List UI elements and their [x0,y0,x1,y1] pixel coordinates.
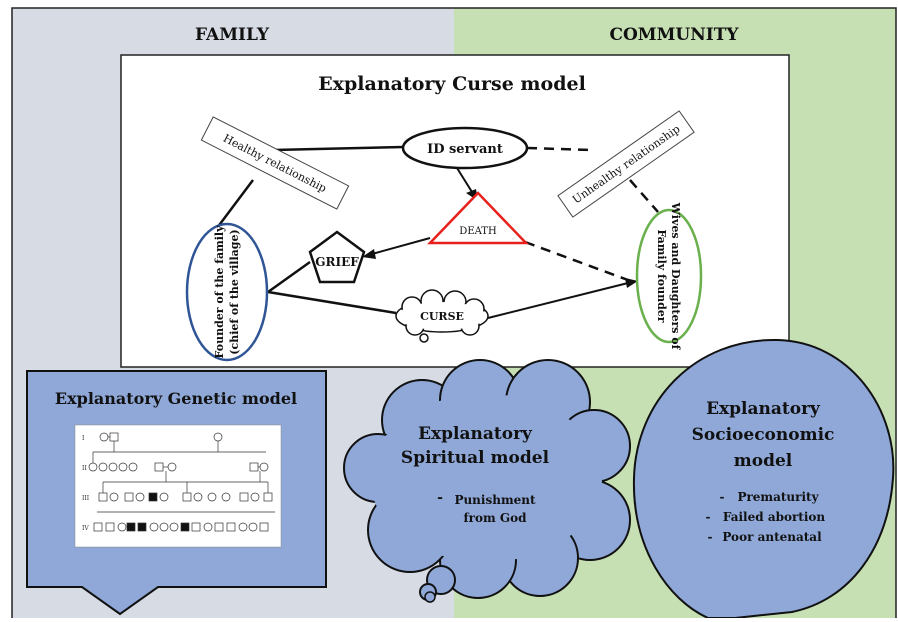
community-label: COMMUNITY [609,25,739,45]
wives-label-line1: Wives and Daughters of [669,202,682,351]
founder-label-line2: (chief of the village) [228,229,241,354]
wives-node [635,208,703,344]
id-servant-node [401,126,529,170]
curse-node [395,289,489,343]
founder-node [185,222,269,362]
socioeconomic-item: Poor antenatal [722,530,822,544]
curse-label: CURSE [420,310,464,323]
wives-label-line2: Family founder [655,229,668,322]
grief-label: GRIEF [315,255,359,269]
socioeconomic-bullet: - [706,510,711,524]
death-node [427,191,529,245]
line-founder-grief [267,260,311,294]
death-label: DEATH [459,226,497,237]
socioeconomic-item: Failed abortion [723,510,826,524]
arrow-curse-wives [487,282,629,319]
spiritual-item-line1: Punishment [454,493,536,507]
socioeconomic-bullet: - [708,530,713,544]
spiritual-model-cloud [343,359,631,603]
spiritual-bullet: - [437,490,443,506]
socioeconomic-title-line2: Socioeconomic [692,425,835,445]
pedigree-chart: I II III IV [74,424,282,548]
line-founder-curse [267,290,397,315]
spiritual-model-title-line2: Spiritual model [401,448,550,468]
arrowhead-wives [625,278,638,288]
genetic-model-title: Explanatory Genetic model [55,389,297,408]
id-servant-label: ID servant [427,142,503,157]
socioeconomic-item: Prematurity [737,490,819,504]
spiritual-model-title-line1: Explanatory [418,424,533,444]
socioeconomic-bullet: - [720,490,725,504]
wives-text: Wives and Daughters of Family founder [655,202,682,351]
generation-label: I [82,435,85,442]
founder-label-line1: Founder of the family [213,225,226,359]
line-unhealthy-wives [629,179,659,213]
arrow-death-grief [371,237,431,255]
generation-label: III [82,495,90,502]
family-label: FAMILY [195,25,270,45]
line-death-wives [524,240,637,285]
spiritual-item-line2: from God [463,511,527,525]
socioeconomic-title-line3: model [734,451,793,471]
generation-label: IV [82,525,89,532]
founder-text: Founder of the family (chief of the vill… [213,225,241,359]
generation-label: II [82,465,87,472]
grief-node [308,230,366,284]
line-servant-unhealthy [526,146,593,152]
arrowhead-grief [362,249,376,259]
curse-model-title: Explanatory Curse model [318,73,586,95]
line-servant-healthy [272,145,404,152]
socioeconomic-model-bubble [632,338,895,619]
socioeconomic-title-line1: Explanatory [706,399,821,419]
